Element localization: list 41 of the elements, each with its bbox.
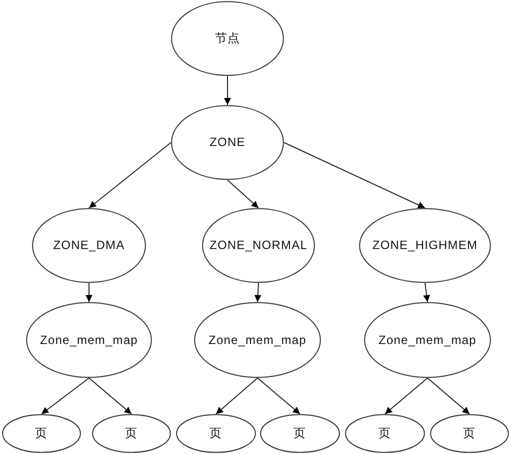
arrow (227, 180, 259, 208)
ellipse-node (194, 302, 321, 378)
node-label: ZONE_HIGHMEM (372, 238, 478, 253)
arrow (224, 76, 231, 106)
node-label: 节点 (214, 31, 240, 46)
arrow (257, 378, 300, 414)
node-label: 页 (378, 426, 392, 441)
ellipse-node (364, 302, 491, 378)
arrow (88, 142, 172, 208)
arrow (254, 282, 262, 302)
arrow (384, 378, 428, 414)
arrow (284, 142, 426, 208)
arrow (423, 282, 430, 302)
arrow (216, 378, 258, 414)
ellipse-node (26, 302, 152, 378)
node-label: Zone_mem_map (378, 332, 476, 348)
arrow (41, 378, 90, 414)
ellipse-node (359, 208, 491, 283)
node-label: Zone_mem_map (208, 332, 306, 348)
ellipse-node (2, 414, 81, 453)
arrow (88, 378, 132, 414)
node-label: 页 (463, 426, 476, 441)
ellipse-node (345, 414, 425, 453)
ellipse-node (171, 1, 284, 76)
ellipse-node (430, 414, 509, 453)
ellipse-node (171, 105, 284, 180)
node-label: 页 (35, 426, 48, 441)
node-label: ZONE_DMA (53, 238, 125, 253)
ellipse-node (92, 414, 171, 453)
ellipse-node (32, 208, 146, 283)
ellipse-node (260, 414, 340, 453)
arrow (86, 282, 92, 302)
ellipse-node (202, 208, 315, 283)
arrow (427, 378, 470, 414)
node-label: ZONE (210, 135, 246, 150)
node-label: 页 (210, 426, 222, 441)
node-label: 页 (125, 426, 138, 441)
node-label: Zone_mem_map (40, 332, 138, 348)
ellipse-node (176, 414, 256, 453)
node-label: ZONE_NORMAL (210, 238, 308, 253)
node-label: 页 (294, 426, 306, 441)
